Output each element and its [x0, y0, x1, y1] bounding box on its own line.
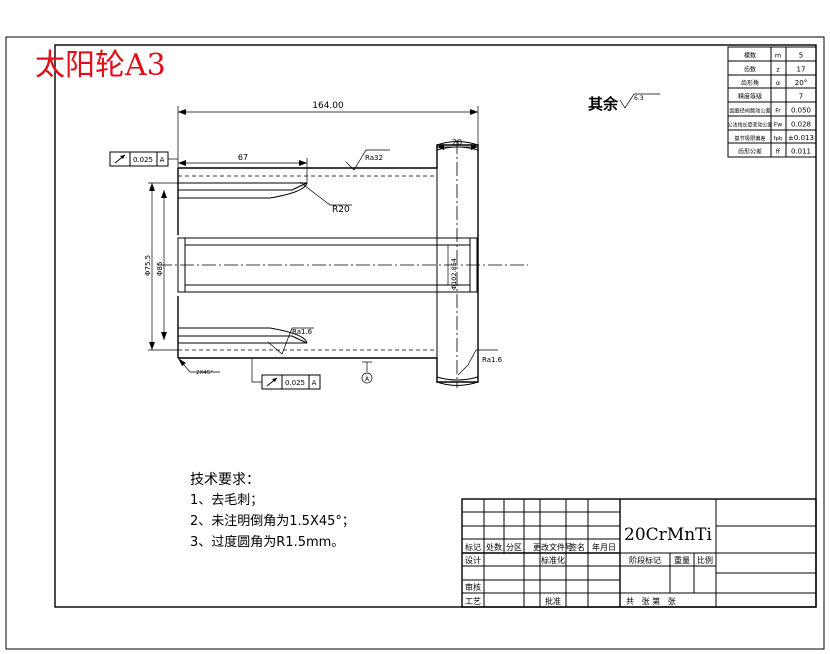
tb-label-standard: 标准化 — [541, 555, 565, 565]
tb-label-count: 处数 — [486, 542, 502, 552]
tb-label-change-doc: 更改文件号 — [533, 542, 573, 552]
tb-label-zone: 分区 — [506, 543, 522, 552]
drawing-title: 太阳轮A3 — [35, 48, 166, 83]
tech-item-3: 3、过度圆角为R1.5mm。 — [190, 534, 344, 550]
param-name-teeth: 齿数 — [744, 66, 756, 74]
param-sym-module: m — [775, 52, 781, 60]
outer-border — [5, 36, 825, 650]
param-val-precision: 7 — [799, 93, 803, 101]
roughness-ra16-b: Ra1.6 — [482, 356, 503, 364]
inner-frame — [54, 44, 817, 608]
tb-label-scale: 比例 — [697, 555, 713, 565]
gdt-top-tolerance: 0.025 — [133, 156, 153, 164]
param-sym-teeth: z — [776, 66, 780, 74]
tb-label-weight: 重量 — [674, 555, 690, 565]
material-name: 20CrMnTi — [624, 525, 712, 545]
roughness-note-text: 其余 — [588, 95, 619, 113]
dim-step-length: 67 — [238, 153, 248, 162]
gdt-top-datum: A — [160, 156, 165, 164]
param-sym-base-pitch: fpb — [774, 136, 783, 142]
param-name-runout: 齿圈径向跳动公差 — [729, 107, 771, 115]
param-name-pressure-angle: 齿形角 — [741, 79, 759, 87]
param-val-teeth: 17 — [797, 66, 806, 74]
dim-chamfer: 2X45° — [196, 370, 213, 376]
title-block: 20CrMnTi 标记 处数 分区 更改文件号 签名 年月日 设计 标准化 阶段… — [461, 498, 817, 608]
tech-item-2: 2、未注明倒角为1.5X45°； — [190, 514, 355, 529]
tech-item-1: 1、去毛刺； — [190, 493, 263, 508]
param-val-runout: 0.050 — [791, 107, 811, 115]
tb-label-approve: 批准 — [545, 596, 561, 606]
param-name-base-pitch: 基节极限偏差 — [734, 134, 765, 142]
dim-total-length: 164.00 — [312, 101, 344, 111]
tb-label-stage: 阶段标记 — [629, 555, 661, 565]
param-name-profile: 齿形公差 — [738, 148, 762, 156]
param-sym-runout: Fr — [775, 108, 781, 115]
tb-label-sheets: 共 张 第 张 — [626, 596, 676, 606]
param-name-precision: 精度等级 — [738, 93, 762, 101]
gdt-frame-top: 0.025 A — [109, 151, 178, 167]
gdt-bottom-datum: A — [312, 379, 317, 387]
gdt-bottom-tolerance: 0.025 — [285, 379, 305, 387]
tb-label-process: 工艺 — [465, 597, 481, 606]
param-val-module: 5 — [799, 52, 803, 60]
param-sym-pressure-angle: α — [776, 79, 780, 87]
param-name-base-tangent: 公法线长度变动公差 — [727, 122, 772, 129]
param-val-profile: 0.011 — [791, 148, 811, 156]
dim-dia-inner: Φ85 — [156, 262, 164, 276]
roughness-note: 其余 6.3 — [588, 93, 660, 113]
tb-label-design: 设计 — [465, 555, 481, 565]
dim-bore: Φ102.854 — [450, 258, 458, 290]
param-val-pressure-angle: 20° — [795, 79, 807, 87]
tb-label-date: 年月日 — [592, 542, 616, 552]
param-sym-profile: ff — [776, 149, 781, 156]
roughness-ra32: Ra32 — [365, 154, 383, 162]
shaft-drawing: Φ75.5 Φ85 Φ102.854 164.00 67 20 R20 Ra32… — [144, 101, 528, 388]
datum-symbol: A — [365, 376, 370, 383]
dim-dia-outer: Φ75.5 — [144, 255, 152, 276]
tech-requirements: 技术要求： 1、去毛刺； 2、未注明倒角为1.5X45°； 3、过度圆角为R1.… — [190, 472, 355, 550]
tb-label-review: 审核 — [465, 582, 481, 592]
dim-fillet: R20 — [332, 205, 350, 215]
roughness-note-value: 6.3 — [634, 95, 644, 102]
dim-gear-width: 20 — [452, 138, 462, 147]
tech-heading: 技术要求： — [190, 472, 260, 488]
param-sym-base-tangent: Fw — [774, 122, 782, 129]
tb-label-mark: 标记 — [465, 542, 481, 552]
gear-parameter-table: 模数 m 5 齿数 z 17 齿形角 α 20° 精度等级 7 齿圈径向跳动公差… — [727, 46, 817, 158]
param-name-module: 模数 — [744, 52, 756, 60]
tb-label-sign: 签名 — [569, 542, 585, 552]
param-val-base-tangent: 0.028 — [791, 121, 811, 129]
gdt-frame-bottom: 0.025 A — [251, 358, 321, 390]
roughness-ra16-a: Ra1.6 — [292, 328, 313, 336]
param-val-base-pitch: ±0.013 — [788, 134, 814, 142]
